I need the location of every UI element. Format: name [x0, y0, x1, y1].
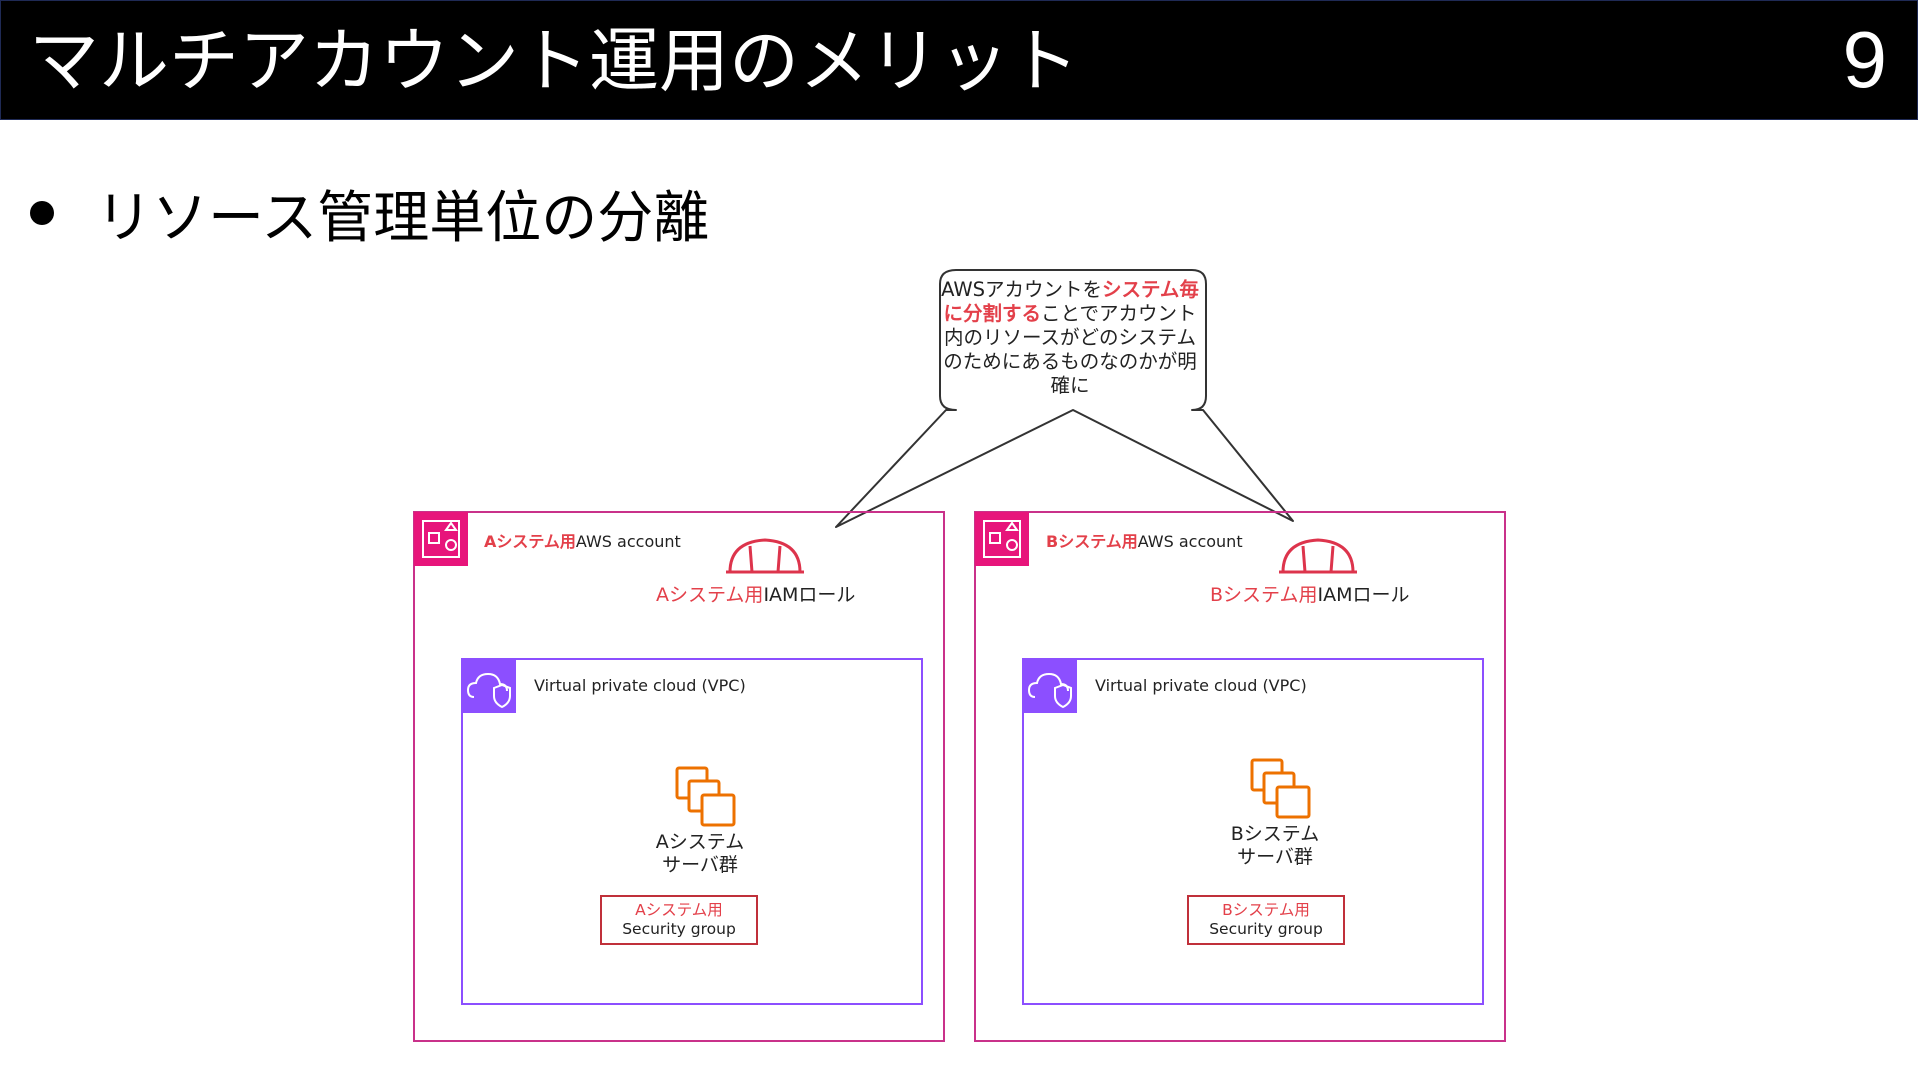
title-bar: マルチアカウント運用のメリット 9 — [0, 0, 1918, 120]
page-title: マルチアカウント運用のメリット — [29, 20, 1079, 102]
callout-highlight: システム毎に分割する — [943, 278, 1199, 325]
bullet-dot-icon — [30, 201, 54, 225]
vpc-b-border — [1022, 658, 1484, 1005]
account-icon — [983, 520, 1021, 558]
iam-role-b-label: Bシステム用IAMロール — [1210, 584, 1410, 606]
vpc-b-label: Virtual private cloud (VPC) — [1095, 676, 1307, 695]
vpc-a-label: Virtual private cloud (VPC) — [534, 676, 746, 695]
iam-role-icon — [1279, 538, 1357, 574]
iam-role-a-label: Aシステム用IAMロール — [656, 584, 856, 606]
account-a-border — [413, 511, 945, 1042]
ec2-instances-icon — [1250, 758, 1311, 819]
server-group-b-label: Bシステムサーバ群 — [1230, 823, 1320, 868]
page-number: 9 — [1842, 15, 1888, 104]
bullet-item: リソース管理単位の分離 — [30, 178, 709, 251]
account-b-border — [974, 511, 1506, 1042]
ec2-instances-icon — [675, 766, 736, 827]
iam-role-icon — [726, 538, 804, 574]
server-group-a-label: Aシステムサーバ群 — [655, 831, 745, 876]
vpc-a-border — [461, 658, 923, 1005]
account-b-label: Bシステム用AWS account — [1046, 532, 1243, 551]
callout-shape — [835, 269, 1294, 528]
account-icon — [422, 520, 460, 558]
account-a-label: Aシステム用AWS account — [484, 532, 681, 551]
vpc-cloud-icon — [1027, 672, 1072, 709]
callout-text: AWSアカウントをシステム毎に分割することでアカウント内のリソースがどのシステム… — [941, 278, 1199, 397]
bullet-text: リソース管理単位の分離 — [96, 185, 710, 251]
vpc-cloud-icon — [466, 672, 511, 709]
